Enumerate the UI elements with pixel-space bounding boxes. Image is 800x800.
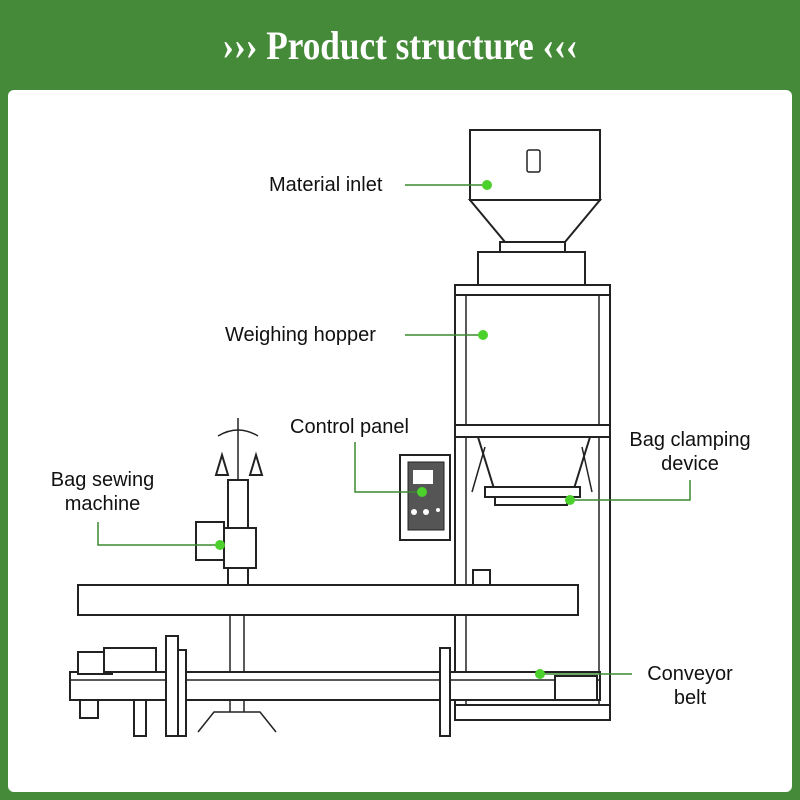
marker-weighing-hopper bbox=[478, 330, 488, 340]
bag-sewing-machine bbox=[195, 418, 264, 591]
label-material-inlet: Material inlet bbox=[269, 174, 383, 196]
label-line: device bbox=[661, 453, 719, 475]
control-panel-box bbox=[399, 454, 451, 541]
label-line: Bag clamping bbox=[629, 429, 751, 451]
leader-lines bbox=[97, 180, 691, 679]
label-weighing-hopper: Weighing hopper bbox=[225, 324, 376, 346]
label-line: machine bbox=[64, 493, 141, 515]
bag-clamping-device bbox=[471, 436, 593, 506]
label-bag-sewing-machine: Bag sewing machine bbox=[30, 468, 175, 516]
sewing-table bbox=[77, 584, 579, 616]
label-line: Bag sewing bbox=[50, 469, 155, 491]
marker-conveyor bbox=[535, 669, 545, 679]
material-inlet-hopper bbox=[467, 129, 603, 286]
conveyor bbox=[69, 635, 601, 737]
marker-material-inlet bbox=[482, 180, 492, 190]
label-control-panel: Control panel bbox=[290, 416, 409, 438]
label-line: belt bbox=[673, 687, 707, 709]
page-title: ››› Product structure ‹‹‹ bbox=[222, 23, 578, 68]
label-bag-clamping-device: Bag clamping device bbox=[615, 428, 765, 476]
label-line: Conveyor bbox=[647, 663, 733, 685]
marker-bag-clamping bbox=[565, 495, 575, 505]
marker-bag-sewing-machine bbox=[215, 540, 225, 550]
label-conveyor-belt: Conveyor belt bbox=[630, 662, 750, 710]
marker-control-panel bbox=[417, 487, 427, 497]
